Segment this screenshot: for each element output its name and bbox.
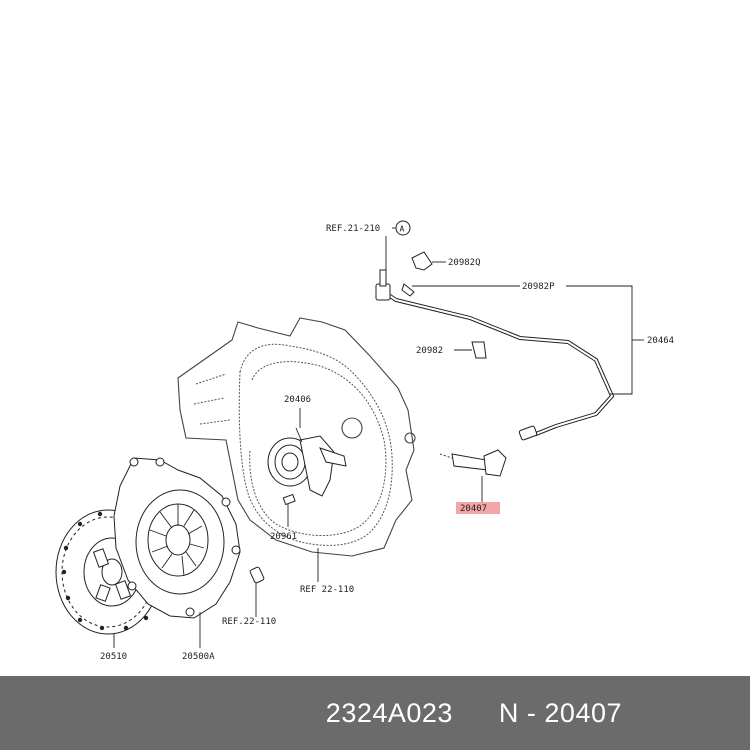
highlight-box <box>456 502 500 514</box>
small-bolt <box>249 566 265 617</box>
ref-circle-a <box>395 220 411 236</box>
bolt-20961 <box>282 493 296 527</box>
clip-20982 <box>454 341 487 359</box>
clip-20982q <box>411 251 446 271</box>
release-cylinder <box>439 449 507 502</box>
parts-diagram: REF.21-210 A 20982Q 20982P 20464 20982 2… <box>55 220 674 662</box>
label-ref-22-110-b: REF.22-110 <box>222 617 276 627</box>
label-20961: 20961 <box>270 532 297 542</box>
label-20982p: 20982P <box>522 282 555 292</box>
label-20500a: 20500A <box>182 652 215 662</box>
footer-bar: 2324A023 N - 20407 <box>0 676 750 750</box>
label-circle-a: A <box>400 225 405 234</box>
part-code: 2324A023 <box>325 697 453 728</box>
label-ref-22-110-a: REF 22-110 <box>300 585 354 595</box>
label-20510: 20510 <box>100 652 127 662</box>
release-bearing <box>267 408 347 497</box>
label-20464: 20464 <box>647 336 674 346</box>
label-20982: 20982 <box>416 346 443 356</box>
label-20982q: 20982Q <box>448 258 481 268</box>
transmission-housing <box>177 317 416 557</box>
label-20406: 20406 <box>284 395 311 405</box>
label-ref-21-210: REF.21-210 <box>326 224 380 234</box>
pressure-plate <box>113 457 241 648</box>
label-20407: 20407 <box>460 504 487 514</box>
leader-lines <box>317 227 644 582</box>
reference-code: N - 20407 <box>498 697 622 728</box>
clutch-pipe <box>375 269 615 441</box>
